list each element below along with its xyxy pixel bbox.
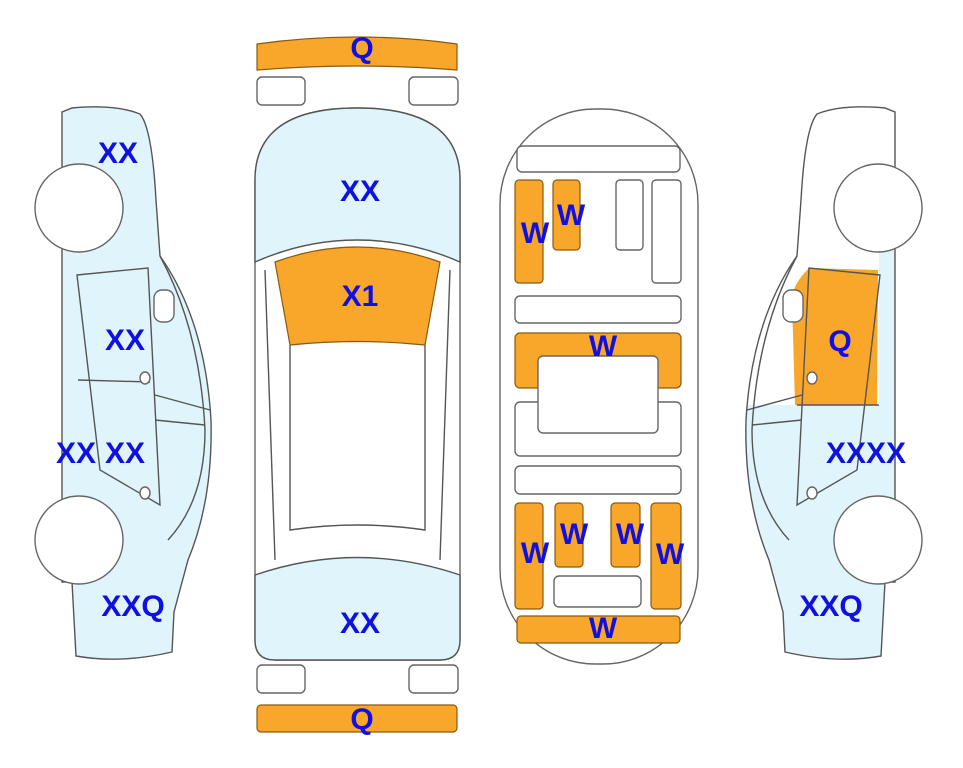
under-part[interactable] <box>552 179 581 251</box>
rear-bumper[interactable] <box>256 704 458 733</box>
rear-left-light <box>256 664 306 694</box>
damage-label: XXQ <box>101 590 164 623</box>
under-part[interactable] <box>554 502 584 568</box>
damage-label: XX <box>340 607 380 640</box>
damage-label: Q <box>350 703 373 736</box>
damage-label: Q <box>350 32 373 65</box>
under-part[interactable] <box>514 179 544 284</box>
left-front-door[interactable] <box>76 267 161 507</box>
under-panel <box>514 295 682 324</box>
front-left-light <box>256 76 306 106</box>
left-rear-door-handle <box>139 486 151 500</box>
right-front-door[interactable] <box>792 268 878 405</box>
left-door-handle <box>139 371 151 385</box>
hood-panel[interactable] <box>254 107 461 264</box>
damage-label: XX <box>98 137 138 170</box>
trunk-panel[interactable] <box>254 556 461 661</box>
damage-label: XX <box>56 437 96 470</box>
left-mirror <box>153 289 175 323</box>
right-rear-wheel <box>833 495 923 585</box>
under-part[interactable] <box>514 502 544 610</box>
left-front-wheel <box>34 163 124 253</box>
under-center-panel <box>537 355 659 434</box>
under-part[interactable] <box>610 502 641 568</box>
rear-right-light <box>408 664 459 694</box>
damage-label: W <box>521 217 550 250</box>
damage-label: Q <box>828 325 851 358</box>
front-bumper[interactable] <box>256 36 458 71</box>
roof <box>289 345 426 531</box>
damage-label: W <box>616 518 645 551</box>
right-door-handle <box>806 371 818 385</box>
under-panel <box>516 145 681 173</box>
damage-label: XX <box>105 324 145 357</box>
damage-label: W <box>589 612 618 645</box>
under-panel <box>615 179 644 251</box>
underside-view: W W W W W W W W <box>499 108 699 665</box>
under-part[interactable] <box>650 502 682 610</box>
damage-label: W <box>656 538 685 571</box>
under-part[interactable] <box>516 615 681 644</box>
left-mirror-line <box>154 394 211 426</box>
left-side-view: XX XX XX XX XXQ <box>34 106 212 660</box>
under-panel <box>514 465 682 495</box>
front-right-light <box>408 76 459 106</box>
right-rear-door-handle <box>806 486 818 500</box>
damage-label: X1 <box>342 280 379 313</box>
right-sill <box>879 250 895 410</box>
damage-label: XX <box>105 437 145 470</box>
right-mirror <box>782 289 804 323</box>
damage-label: W <box>589 330 618 363</box>
under-panel <box>651 179 682 284</box>
under-panel <box>553 575 642 608</box>
top-view: Q XX X1 XX Q <box>254 32 461 736</box>
left-door-split <box>77 379 151 383</box>
windshield[interactable] <box>274 246 441 346</box>
damage-label: W <box>560 518 589 551</box>
left-rear-wheel <box>34 495 124 585</box>
damage-label: XX <box>340 175 380 208</box>
damage-label: XXQ <box>799 590 862 623</box>
damage-label: XXXX <box>826 437 906 470</box>
right-front-wheel <box>833 163 923 253</box>
damage-label: W <box>521 537 550 570</box>
damage-label: W <box>557 199 586 232</box>
top-door-lines <box>264 269 451 561</box>
left-window-frame <box>159 255 206 541</box>
right-side-view: Q XXXX XXQ <box>745 106 923 660</box>
